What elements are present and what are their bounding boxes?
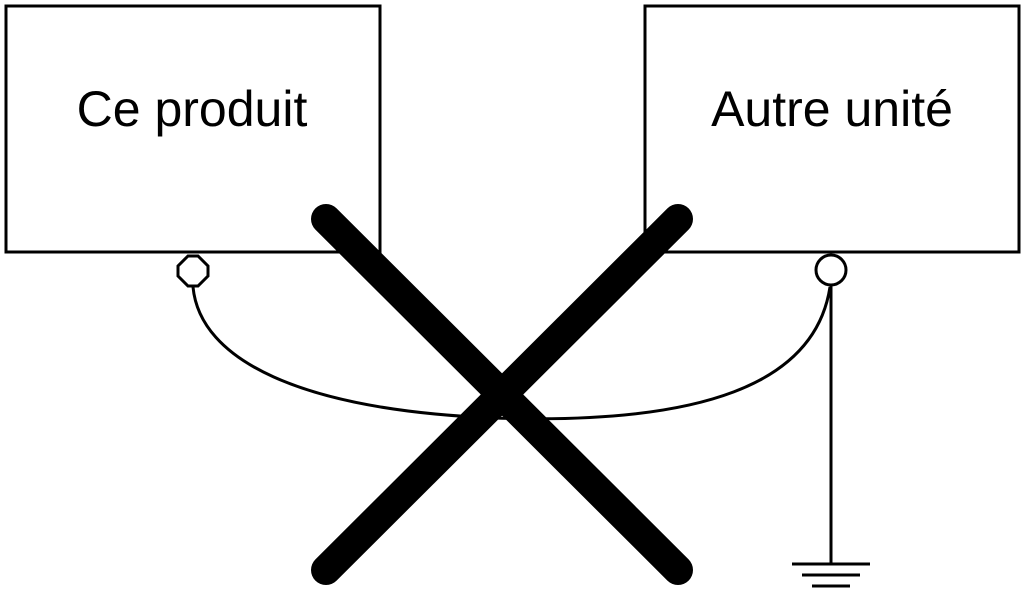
other-unit-terminal [814, 253, 848, 287]
this-product-label: Ce produit [77, 81, 308, 137]
other-unit-box [643, 4, 1021, 254]
cross-mark-icon [311, 204, 693, 585]
other-unit-label: Autre unité [711, 81, 953, 137]
ground-icon [792, 562, 870, 588]
this-product-box [4, 4, 382, 254]
this-product-terminal [176, 254, 210, 288]
